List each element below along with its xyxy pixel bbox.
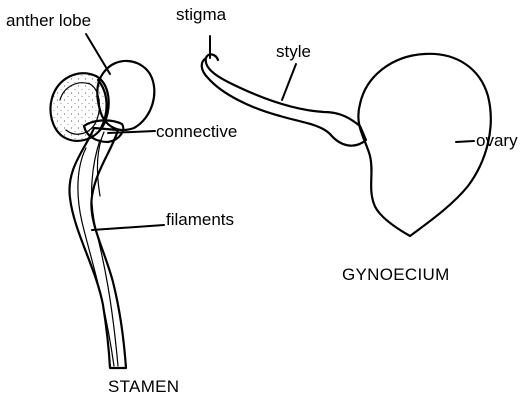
gynoecium-drawing	[202, 54, 491, 236]
stigma-label: stigma	[176, 5, 227, 24]
stamen-drawing	[50, 61, 154, 368]
connective-leader	[108, 131, 155, 133]
style-label: style	[276, 42, 311, 61]
filaments-leader	[92, 225, 164, 230]
ovary-label: ovary	[476, 131, 518, 150]
filaments-label: filaments	[166, 210, 234, 229]
ovary-shape	[358, 54, 490, 236]
ovary-leader	[456, 141, 474, 142]
anther-lobe-leader	[86, 34, 110, 74]
connective-label: connective	[156, 122, 237, 141]
gynoecium-caption: GYNOECIUM	[342, 265, 450, 284]
stamen-caption: STAMEN	[108, 377, 179, 396]
style-leader	[282, 64, 296, 100]
anther-lobe-label: anther lobe	[6, 11, 91, 30]
